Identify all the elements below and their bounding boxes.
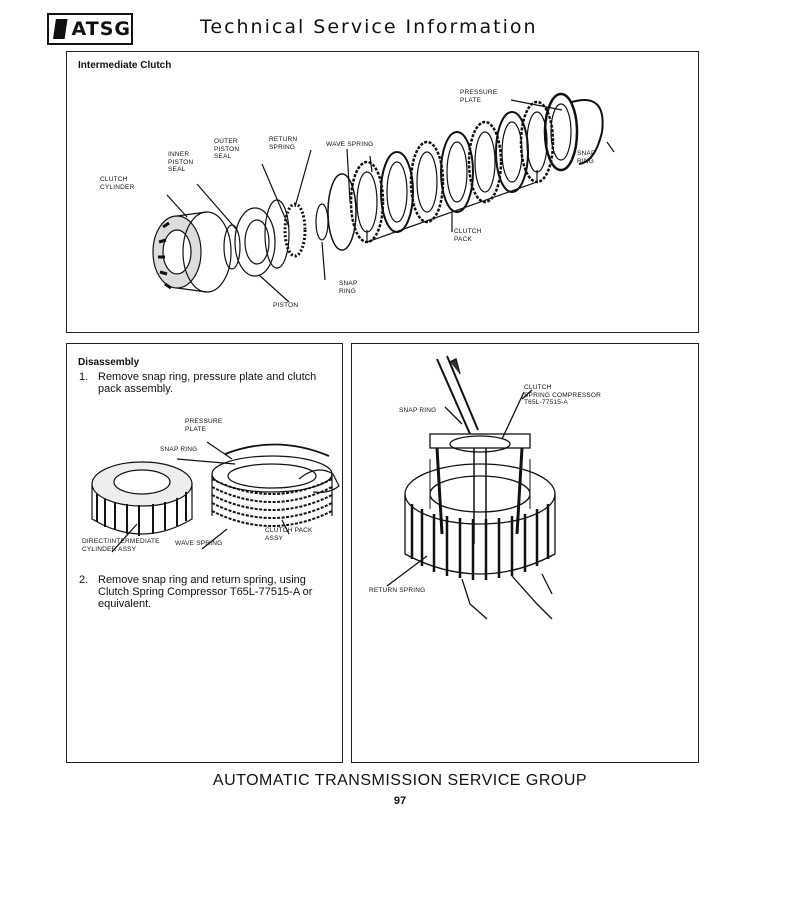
label-snap-ring-right-panel: SNAP RING (399, 407, 437, 414)
label-wave-spring: WAVE SPRING (326, 141, 374, 148)
page-title: Technical Service Information (200, 16, 538, 38)
disassembly-illustration (91, 441, 340, 553)
logo-flag-icon (53, 19, 68, 39)
step-1-number: 1. (79, 371, 89, 383)
label-return-spring-right: RETURN SPRING (369, 587, 426, 594)
step-2-text: Remove snap ring and return spring, usin… (98, 574, 313, 610)
spring-compressor-illustration (386, 355, 556, 620)
label-piston: PISTON (273, 302, 299, 309)
step-1-text: Remove snap ring, pressure plate and clu… (98, 371, 317, 395)
page-number: 97 (393, 795, 407, 807)
label-wave-spring-dis: WAVE SPRING (175, 540, 223, 547)
step-1: 1. Remove snap ring, pressure plate and … (79, 371, 329, 397)
section-title: Intermediate Clutch (78, 60, 172, 71)
disassembly-panel: Disassembly 1. Remove snap ring, pressur… (66, 343, 343, 763)
label-snap-ring-dis: SNAP RING (160, 446, 198, 453)
disassembly-title: Disassembly (78, 357, 140, 368)
exploded-clutch-diagram (152, 92, 615, 303)
atsg-logo: ATSG (47, 13, 133, 45)
intermediate-clutch-panel: Intermediate Clutch (66, 51, 699, 333)
step-2-number: 2. (79, 574, 89, 586)
step-2: 2. Remove snap ring and return spring, u… (79, 574, 334, 610)
logo-text: ATSG (71, 18, 131, 40)
footer-title: AUTOMATIC TRANSMISSION SERVICE GROUP (212, 772, 588, 789)
